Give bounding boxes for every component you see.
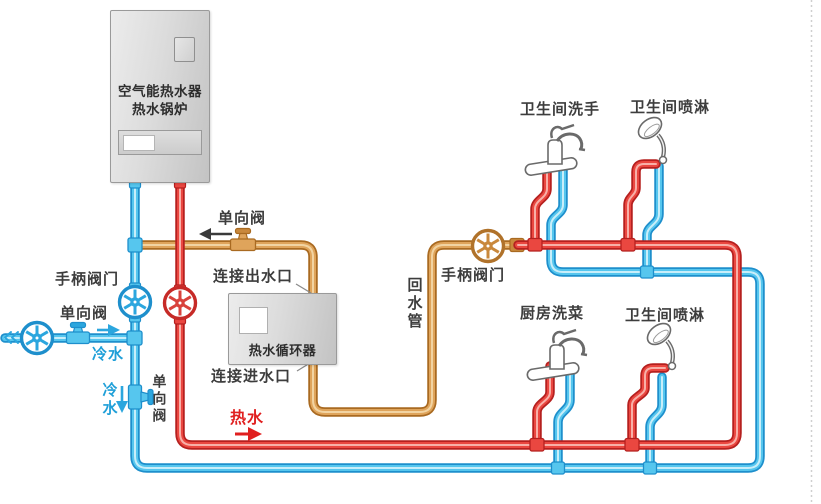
handle-valve-wheel-hot (162, 285, 198, 321)
heater-control-panel (118, 130, 202, 155)
cold-tee (639, 265, 655, 279)
faucet-icon (525, 328, 589, 383)
label-cold-water-down: 冷水 (100, 382, 118, 418)
inlet-flow-chevrons (4, 331, 19, 344)
cold-return-tee (127, 237, 143, 253)
heater-vent (174, 37, 195, 62)
check-valve-return (229, 227, 257, 252)
hot-water-pipes (173, 159, 742, 452)
label-check-valve-left: 单向阀 (60, 305, 109, 322)
label-inlet-connection: 连接进水口 (211, 368, 292, 385)
cold-inlet-tee (126, 330, 143, 346)
label-check-valve-bottom: 单向阀 (151, 374, 168, 425)
label-handle-valve-left: 手柄阀门 (55, 271, 120, 288)
label-bathroom-sink: 卫生间洗手 (520, 101, 601, 118)
heater-title-line1: 空气能热水器 (118, 84, 202, 99)
handle-valve-wheel-inlet (19, 320, 55, 356)
heater-display (123, 135, 155, 151)
shower-icon (644, 319, 676, 369)
circulator-display (239, 307, 268, 334)
label-return-pipe: 回水管 (405, 277, 423, 331)
outlet-leader-line (295, 283, 312, 294)
circulator-unit: 热水循环器 (228, 293, 337, 365)
label-handle-valve-right: 手柄阀门 (441, 267, 506, 284)
label-bathroom-shower-top: 卫生间喷淋 (630, 99, 711, 116)
heater-title: 空气能热水器 热水锅炉 (111, 83, 209, 119)
check-valve-cold-down (127, 384, 154, 410)
check-valve-cold-inlet (65, 321, 91, 345)
label-bathroom-shower-bottom: 卫生间喷淋 (625, 307, 706, 324)
handle-valve-wheel-return (470, 228, 506, 264)
label-cold-water-inlet: 冷水 (92, 346, 125, 363)
cold-tee (642, 461, 658, 475)
hot-tee (529, 437, 545, 452)
hot-tee (624, 437, 640, 452)
cold-tee (550, 461, 566, 475)
heater-unit: 空气能热水器 热水锅炉 (110, 10, 210, 183)
hot-tee (620, 237, 636, 252)
heater-title-line2: 热水锅炉 (132, 102, 188, 118)
label-kitchen-sink: 厨房洗菜 (520, 305, 585, 322)
label-check-valve-top: 单向阀 (218, 210, 267, 227)
handle-valve-wheel-cold (117, 284, 153, 320)
circulator-label: 热水循环器 (248, 343, 317, 358)
shower-icon (635, 113, 667, 163)
hot-tee (527, 237, 543, 252)
label-outlet-connection: 连接出水口 (213, 268, 294, 285)
faucet-icon (523, 123, 587, 178)
label-hot-water: 热水 (230, 410, 265, 427)
